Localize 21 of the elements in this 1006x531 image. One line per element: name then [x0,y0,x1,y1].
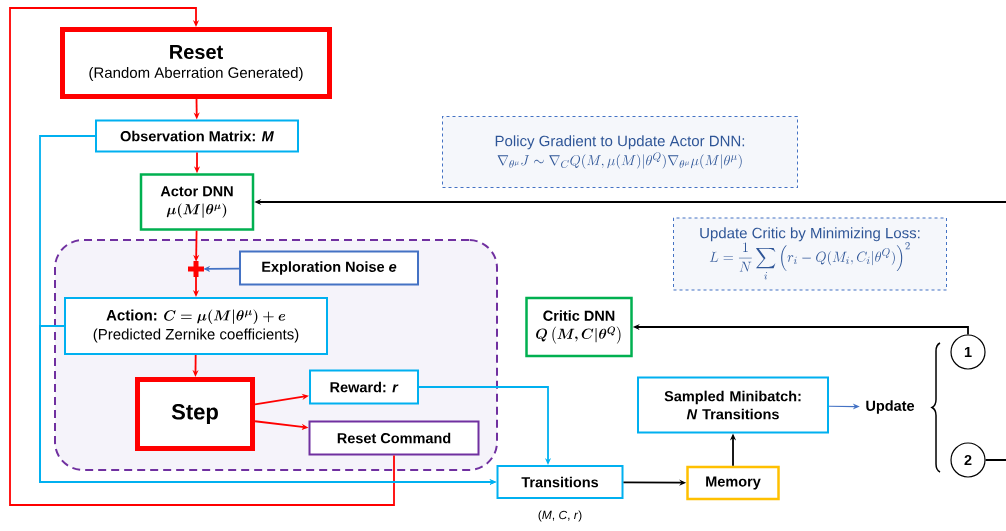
update-label: Update [866,400,915,414]
network-box: Actor DNN $\bm{\mu(M|\theta^{\mu})}$ [139,173,255,231]
process-box: Reset Command [308,420,480,456]
junction-cross [188,261,204,277]
process-box: Reset (Random Aberration Generated) [60,27,332,99]
arrow [254,393,309,406]
formula-box: Policy Gradient to Update Actor DNN: $\nabla_{\theta^{\mu}}J\sim\nabla_{C}Q(M,\mu(M)|\theta^{Q})\nabla_{\theta^{\mu}}\mu(M|\theta^{\mu})$ [442,116,798,188]
arrow [9,7,395,506]
arrow [418,386,552,465]
formula-box: Update Critic by Minimizing Loss: $L=\frac{1}{N}\sum_{i}\left(r_{i}-Q(M_{i},C_{i}|\theta^{Q})\right)^{2}$ [673,217,947,291]
process-box: Reward: r [309,369,419,405]
process-box: $\textbf{Action: }\bm{C=\mu(M|\theta^{\mu})+e}$ (Predicted Zernike coefficients) [64,297,328,355]
connector-line [984,459,1006,461]
process-box: Exploration Noise e [239,250,419,286]
process-box: Observation Matrix: M [95,119,299,153]
process-box: Step [135,377,255,451]
process-box: Transitions [496,465,624,499]
process-box: Memory [686,465,780,501]
network-box: Critic DNN $\bm{Q\left(M,C|\theta^{Q}\right)}$ [525,296,633,358]
tuple-label: (M, C, r) [538,510,582,522]
process-box: Sampled Minibatch: N Transitions [637,376,829,434]
